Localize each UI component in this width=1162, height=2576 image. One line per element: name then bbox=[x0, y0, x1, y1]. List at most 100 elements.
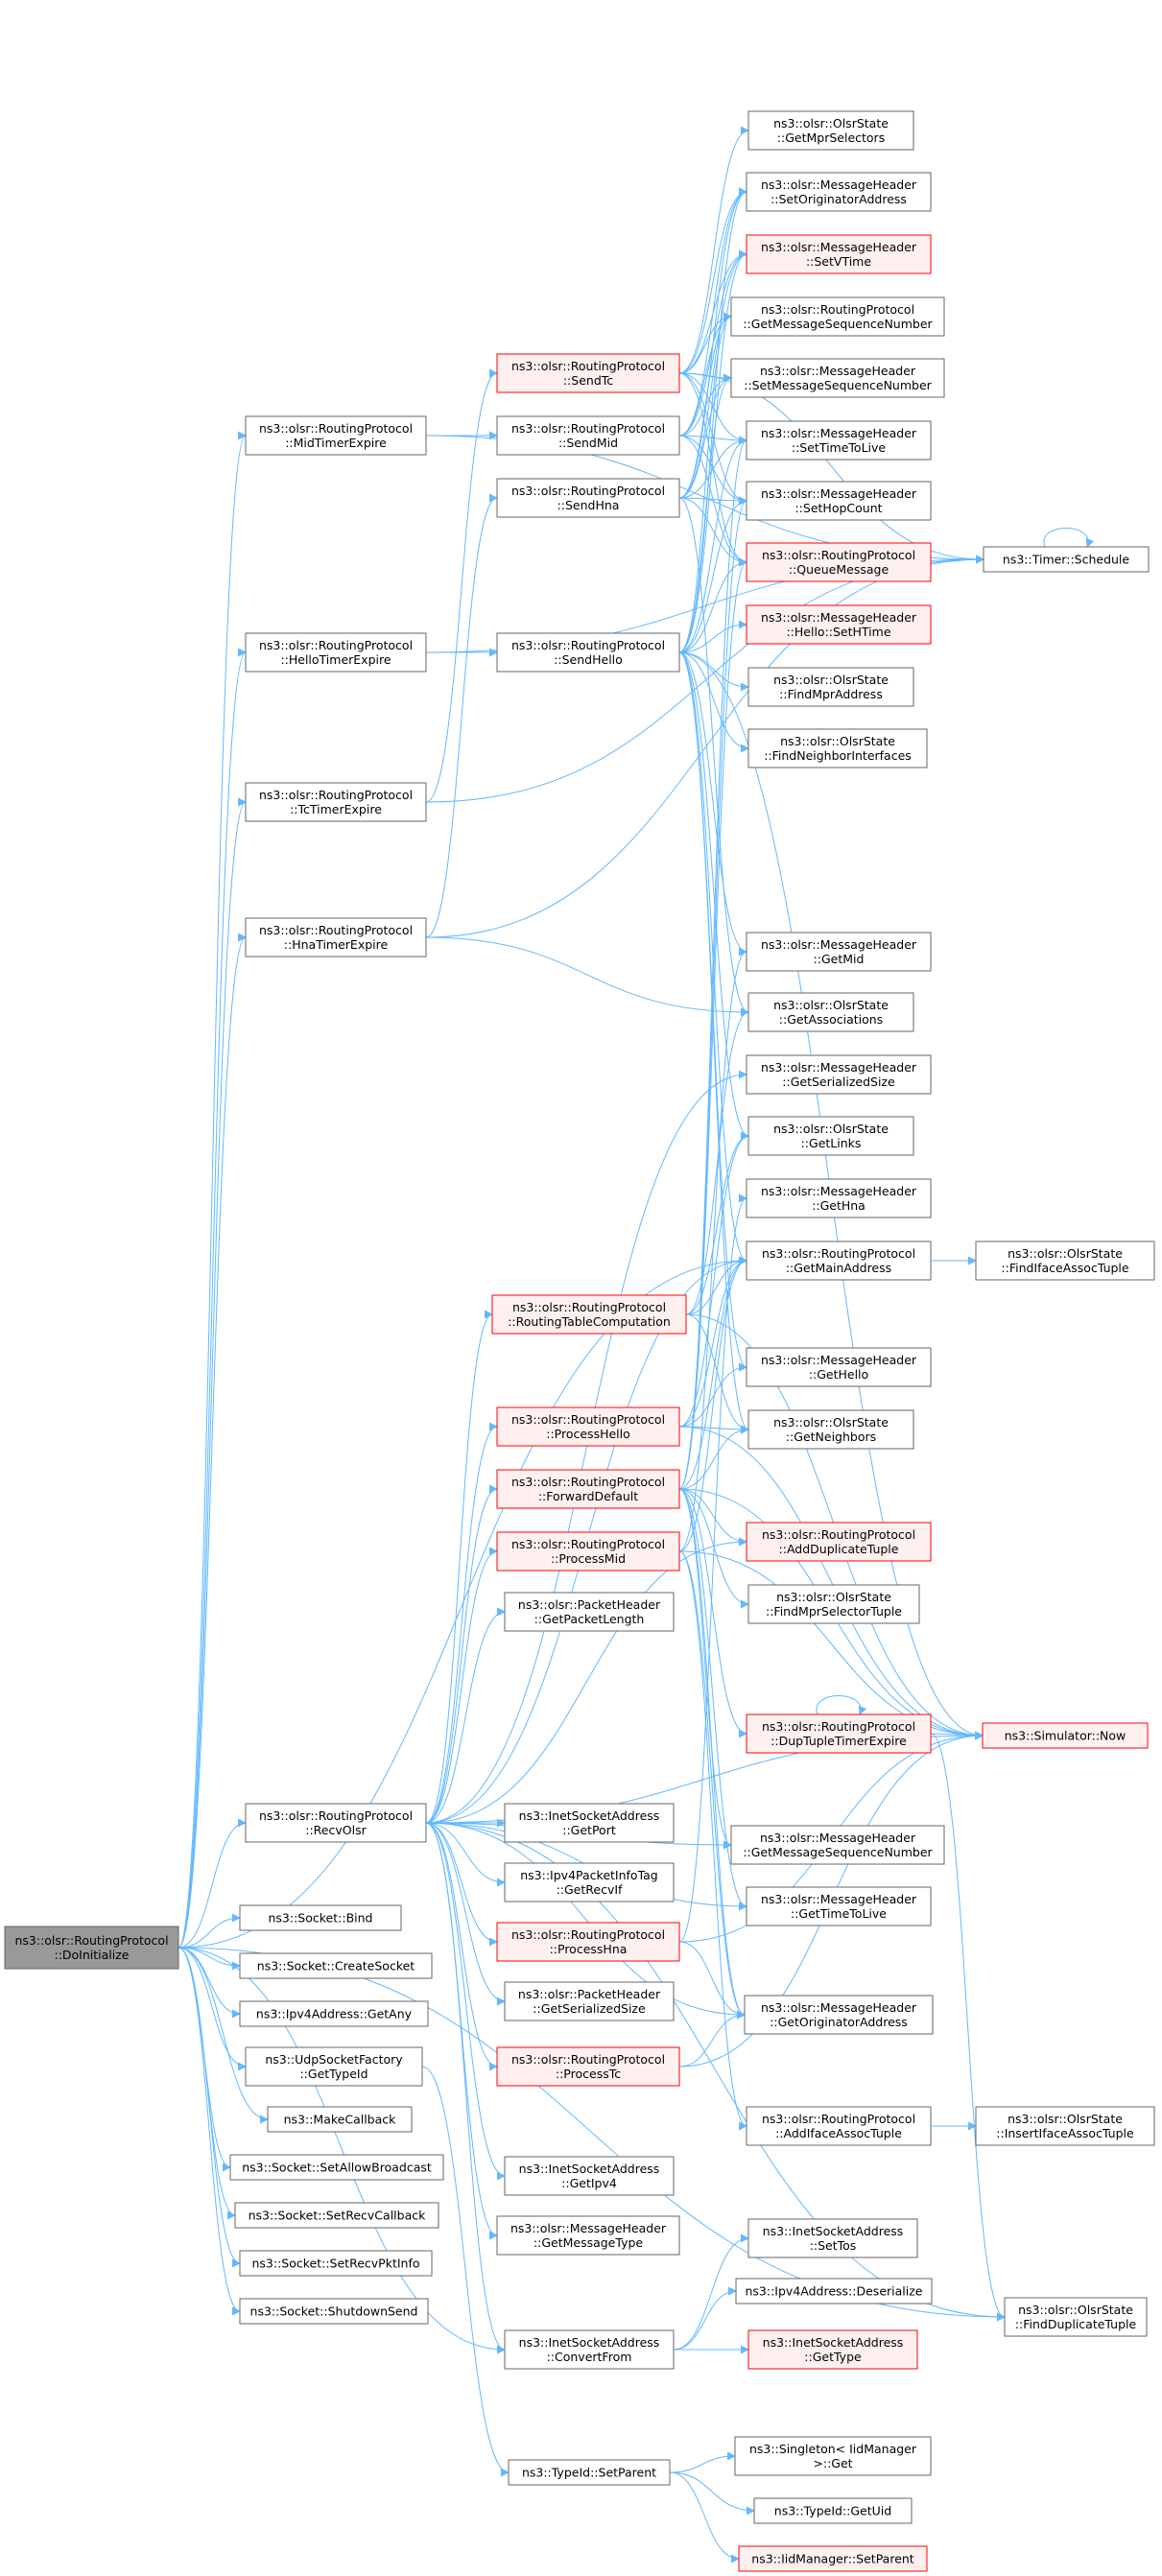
node-iid-setparent[interactable]: ns3::IidManager::SetParent bbox=[738, 2545, 928, 2572]
node-isa-settos[interactable]: ns3::InetSocketAddress::SetTos bbox=[747, 2218, 918, 2258]
node-label: ns3::Socket::Bind bbox=[269, 1911, 373, 1926]
node-ipv4-getany[interactable]: ns3::Ipv4Address::GetAny bbox=[239, 2000, 429, 2027]
node-box bbox=[245, 917, 427, 957]
node-sendtc[interactable]: ns3::olsr::RoutingProtocol::SendTc bbox=[496, 353, 680, 393]
node-sock-pktinfo[interactable]: ns3::Socket::SetRecvPktInfo bbox=[239, 2250, 433, 2277]
node-pkt-sersize[interactable]: ns3::olsr::PacketHeader::GetSerializedSi… bbox=[504, 1981, 675, 2021]
node-rp-adddup[interactable]: ns3::olsr::RoutingProtocol::AddDuplicate… bbox=[746, 1522, 932, 1562]
node-typeid-getuid[interactable]: ns3::TypeId::GetUid bbox=[753, 2497, 913, 2524]
node-st-findmprsel[interactable]: ns3::olsr::OlsrState::FindMprSelectorTup… bbox=[747, 1584, 920, 1624]
node-st-findifassoc[interactable]: ns3::olsr::OlsrState::FindIfaceAssocTupl… bbox=[975, 1241, 1155, 1281]
node-makecallback[interactable]: ns3::MakeCallback bbox=[267, 2106, 413, 2133]
node-rp-getmainaddr[interactable]: ns3::olsr::RoutingProtocol::GetMainAddre… bbox=[746, 1241, 932, 1281]
node-sim-now[interactable]: ns3::Simulator::Now bbox=[982, 1722, 1149, 1749]
node-st-findnbif[interactable]: ns3::olsr::OlsrState::FindNeighborInterf… bbox=[747, 728, 928, 768]
node-rp-duptimer[interactable]: ns3::olsr::RoutingProtocol::DupTupleTime… bbox=[746, 1713, 932, 1754]
node-label: ns3::olsr::RoutingProtocol bbox=[14, 1933, 168, 1948]
node-isa-port[interactable]: ns3::InetSocketAddress::GetPort bbox=[504, 1803, 675, 1843]
node-isa-ipv4[interactable]: ns3::InetSocketAddress::GetIpv4 bbox=[504, 2156, 675, 2196]
node-box bbox=[747, 1116, 914, 1156]
node-label: ns3::olsr::RoutingProtocol bbox=[259, 923, 413, 937]
node-rp-addifassoc[interactable]: ns3::olsr::RoutingProtocol::AddIfaceAsso… bbox=[746, 2106, 932, 2146]
node-label: ns3::olsr::RoutingProtocol bbox=[511, 1475, 665, 1489]
node-sendmid[interactable]: ns3::olsr::RoutingProtocol::SendMid bbox=[496, 415, 680, 456]
node-timer-schedule[interactable]: ns3::Timer::Schedule bbox=[983, 546, 1150, 573]
node-st-getassoc[interactable]: ns3::olsr::OlsrState::GetAssociations bbox=[747, 992, 914, 1032]
node-fwddefault[interactable]: ns3::olsr::RoutingProtocol::ForwardDefau… bbox=[496, 1469, 680, 1509]
node-hello-timer[interactable]: ns3::olsr::RoutingProtocol::HelloTimerEx… bbox=[245, 632, 427, 673]
node-label: ns3::olsr::MessageHeader bbox=[761, 610, 917, 625]
call-edge bbox=[678, 436, 747, 499]
node-st-findmpr[interactable]: ns3::olsr::OlsrState::FindMprAddress bbox=[747, 667, 914, 707]
node-mh-gethna[interactable]: ns3::olsr::MessageHeader::GetHna bbox=[746, 1178, 932, 1218]
node-prochello[interactable]: ns3::olsr::RoutingProtocol::ProcessHello bbox=[496, 1406, 680, 1447]
node-label: ns3::olsr::RoutingProtocol bbox=[762, 1719, 915, 1734]
node-mh-setorig[interactable]: ns3::olsr::MessageHeader::SetOriginatorA… bbox=[746, 172, 932, 212]
node-box bbox=[746, 604, 932, 645]
node-mh-getsersize[interactable]: ns3::olsr::MessageHeader::GetSerializedS… bbox=[746, 1054, 932, 1095]
node-mh-msgtype[interactable]: ns3::olsr::MessageHeader::GetMessageType bbox=[496, 2215, 680, 2256]
node-hna-timer[interactable]: ns3::olsr::RoutingProtocol::HnaTimerExpi… bbox=[245, 917, 427, 957]
node-box bbox=[496, 2215, 680, 2256]
node-sock-allowbc[interactable]: ns3::Socket::SetAllowBroadcast bbox=[229, 2154, 444, 2181]
node-box bbox=[747, 992, 914, 1032]
node-st-finddup[interactable]: ns3::olsr::OlsrState::FindDuplicateTuple bbox=[1004, 2297, 1148, 2337]
call-edge bbox=[678, 1256, 747, 1428]
node-mh-getttl[interactable]: ns3::olsr::MessageHeader::GetTimeToLive bbox=[746, 1886, 932, 1926]
node-label: ns3::Socket::SetRecvPktInfo bbox=[251, 2257, 419, 2271]
node-prochna[interactable]: ns3::olsr::RoutingProtocol::ProcessHna bbox=[496, 1922, 680, 1962]
node-sendhna[interactable]: ns3::olsr::RoutingProtocol::SendHna bbox=[496, 478, 680, 518]
node-label: ::ProcessHna bbox=[550, 1942, 628, 1956]
node-recvolsr[interactable]: ns3::olsr::RoutingProtocol::RecvOlsr bbox=[245, 1803, 427, 1843]
node-rtcomp[interactable]: ns3::olsr::RoutingProtocol::RoutingTable… bbox=[491, 1294, 687, 1335]
node-box bbox=[746, 172, 932, 212]
node-label: ns3::olsr::RoutingProtocol bbox=[511, 2052, 665, 2067]
node-sock-bind[interactable]: ns3::Socket::Bind bbox=[239, 1904, 402, 1931]
node-sock-create[interactable]: ns3::Socket::CreateSocket bbox=[239, 1952, 433, 1979]
node-box bbox=[496, 1531, 680, 1572]
node-box bbox=[245, 782, 427, 822]
call-edge bbox=[678, 947, 747, 1552]
node-ipv4-deser[interactable]: ns3::Ipv4Address::Deserialize bbox=[735, 2278, 933, 2304]
node-box bbox=[747, 1409, 914, 1450]
node-typeid-setparent[interactable]: ns3::TypeId::SetParent bbox=[508, 2459, 671, 2486]
call-edge bbox=[425, 1537, 747, 1824]
node-udp-typeid[interactable]: ns3::UdpSocketFactory::GetTypeId bbox=[245, 2046, 423, 2087]
node-pkt-len[interactable]: ns3::olsr::PacketHeader::GetPacketLength bbox=[504, 1592, 675, 1632]
node-isa-convert[interactable]: ns3::InetSocketAddress::ConvertFrom bbox=[504, 2329, 675, 2370]
node-label: ns3::Ipv4PacketInfoTag bbox=[520, 1868, 658, 1882]
node-label: ns3::InetSocketAddress bbox=[519, 2162, 660, 2176]
node-mh-setmsn[interactable]: ns3::olsr::MessageHeader::SetMessageSequ… bbox=[730, 358, 945, 398]
node-mh-sethop[interactable]: ns3::olsr::MessageHeader::SetHopCount bbox=[746, 481, 932, 521]
node-mh-getorig[interactable]: ns3::olsr::MessageHeader::GetOriginatorA… bbox=[744, 1995, 934, 2035]
node-proctc[interactable]: ns3::olsr::RoutingProtocol::ProcessTc bbox=[496, 2046, 680, 2087]
node-st-getnb[interactable]: ns3::olsr::OlsrState::GetNeighbors bbox=[747, 1409, 914, 1450]
node-sock-recvcb[interactable]: ns3::Socket::SetRecvCallback bbox=[234, 2202, 439, 2229]
node-tc-timer[interactable]: ns3::olsr::RoutingProtocol::TcTimerExpir… bbox=[245, 782, 427, 822]
node-sock-shutdown[interactable]: ns3::Socket::ShutdownSend bbox=[239, 2298, 429, 2325]
node-procmid[interactable]: ns3::olsr::RoutingProtocol::ProcessMid bbox=[496, 1531, 680, 1572]
call-edge bbox=[678, 312, 732, 499]
node-pktinfo-recvif[interactable]: ns3::Ipv4PacketInfoTag::GetRecvIf bbox=[504, 1862, 675, 1902]
node-sendhello[interactable]: ns3::olsr::RoutingProtocol::SendHello bbox=[496, 632, 680, 673]
node-queuemsg[interactable]: ns3::olsr::RoutingProtocol::QueueMessage bbox=[746, 542, 932, 582]
node-mh-getmsn[interactable]: ns3::olsr::MessageHeader::GetMessageSequ… bbox=[730, 1825, 945, 1865]
node-root[interactable]: ns3::olsr::RoutingProtocol::DoInitialize bbox=[4, 1926, 179, 1970]
node-mid-timer[interactable]: ns3::olsr::RoutingProtocol::MidTimerExpi… bbox=[245, 415, 427, 456]
node-label: ns3::Socket::CreateSocket bbox=[257, 1959, 415, 1973]
node-mh-setttl[interactable]: ns3::olsr::MessageHeader::SetTimeToLive bbox=[746, 420, 932, 461]
node-mh-sethtime[interactable]: ns3::olsr::MessageHeader::Hello::SetHTim… bbox=[746, 604, 932, 645]
node-label: ns3::Socket::SetRecvCallback bbox=[249, 2209, 426, 2223]
node-st-insifassoc[interactable]: ns3::olsr::OlsrState::InsertIfaceAssocTu… bbox=[975, 2106, 1155, 2146]
node-mh-setvtime[interactable]: ns3::olsr::MessageHeader::SetVTime bbox=[746, 234, 932, 274]
node-mh-gethello[interactable]: ns3::olsr::MessageHeader::GetHello bbox=[746, 1347, 932, 1387]
node-box bbox=[496, 2046, 680, 2087]
node-rp-getmsn[interactable]: ns3::olsr::RoutingProtocol::GetMessageSe… bbox=[730, 296, 945, 337]
node-st-mprsel[interactable]: ns3::olsr::OlsrState::GetMprSelectors bbox=[747, 110, 914, 151]
node-label: ns3::olsr::OlsrState bbox=[773, 1415, 889, 1430]
node-st-getlinks[interactable]: ns3::olsr::OlsrState::GetLinks bbox=[747, 1116, 914, 1156]
node-singleton-get[interactable]: ns3::Singleton< IidManager>::Get bbox=[734, 2436, 932, 2476]
node-mh-getmid[interactable]: ns3::olsr::MessageHeader::GetMid bbox=[746, 932, 932, 972]
node-isa-gettype[interactable]: ns3::InetSocketAddress::GetType bbox=[747, 2329, 918, 2370]
node-label: ::GetMainAddress bbox=[786, 1261, 891, 1275]
